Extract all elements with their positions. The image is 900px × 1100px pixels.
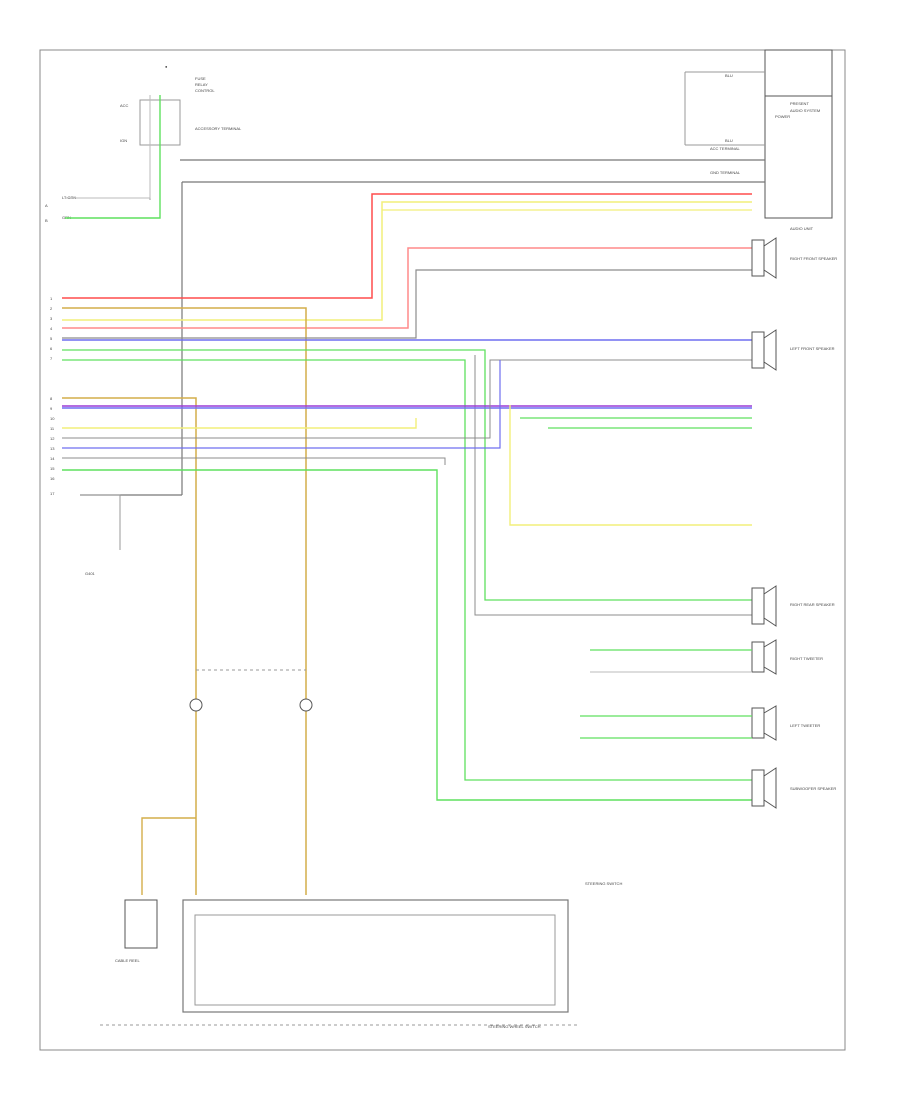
pin-label: 6 xyxy=(50,346,53,351)
svg-text:A: A xyxy=(45,203,48,208)
svg-text:AUDIO UNIT: AUDIO UNIT xyxy=(790,226,814,231)
steering-switch-label: STEERING SWITCH xyxy=(585,881,622,886)
front-left-speaker: LEFT FRONT SPEAKER xyxy=(751,329,835,371)
front-right-speaker: RIGHT FRONT SPEAKER xyxy=(751,237,837,279)
front-right-speaker-label: RIGHT FRONT SPEAKER xyxy=(790,256,837,261)
pin-label: 8 xyxy=(50,396,53,401)
ground-wire xyxy=(80,494,121,550)
pin-label: 2 xyxy=(50,306,53,311)
right-tweeter-label: RIGHT TWEETER xyxy=(790,656,823,661)
svg-text:IGN: IGN xyxy=(120,138,127,143)
rear-right-speaker-label: RIGHT REAR SPEAKER xyxy=(790,602,835,607)
rear-right-speaker: RIGHT REAR SPEAKER xyxy=(751,585,835,627)
pin-label: 9 xyxy=(50,406,53,411)
front-left-speaker-label: LEFT FRONT SPEAKER xyxy=(790,346,835,351)
svg-text:AUDIO SYSTEM: AUDIO SYSTEM xyxy=(790,108,820,113)
pin-label: 15 xyxy=(50,466,55,471)
svg-text:RELAY: RELAY xyxy=(195,82,208,87)
pin-label: 1 xyxy=(50,296,53,301)
svg-text:ACC TERMINAL: ACC TERMINAL xyxy=(710,146,740,151)
svg-text:CONTROL: CONTROL xyxy=(195,88,215,93)
left-tweeter: LEFT TWEETER xyxy=(751,705,820,741)
svg-text:ACC: ACC xyxy=(120,103,129,108)
svg-text:POWER: POWER xyxy=(775,114,790,119)
pin-label: 4 xyxy=(50,326,53,331)
diagram-border xyxy=(39,49,846,1051)
subwoofer: SUBWOOFER SPEAKER xyxy=(751,767,836,809)
svg-text:●: ● xyxy=(165,64,168,69)
svg-text:FUSE: FUSE xyxy=(195,76,206,81)
audio-unit: BLU PRESENT AUDIO SYSTEM POWER BLU ACC T… xyxy=(684,49,833,231)
pin-label: 16 xyxy=(50,476,55,481)
ground-label: G401 xyxy=(85,571,96,576)
pin-label: 3 xyxy=(50,316,53,321)
svg-text:BLU: BLU xyxy=(725,73,733,78)
left-connector-pins: 1 2 3 4 5 6 7 8 9 10 11 12 13 14 15 16 1… xyxy=(50,296,55,496)
pin-label: 17 xyxy=(50,491,55,496)
svg-text:ACCESSORY TERMINAL: ACCESSORY TERMINAL xyxy=(195,126,242,131)
svg-text:B: B xyxy=(45,218,48,223)
svg-text:BLU: BLU xyxy=(725,138,733,143)
right-tweeter: RIGHT TWEETER xyxy=(751,639,823,675)
steering-switch: CABLE REEL STEERING SWITCH STEERING WHEE… xyxy=(100,881,622,1029)
bottom-label: STEERING WHEEL SWITCH xyxy=(488,1024,541,1029)
fuse-relay-box: FUSE RELAY CONTROL ACCESSORY TERMINAL ● … xyxy=(45,64,242,223)
svg-text:GND TERMINAL: GND TERMINAL xyxy=(710,170,741,175)
pin-label: 14 xyxy=(50,456,55,461)
cable-reel-label: CABLE REEL xyxy=(115,958,140,963)
pin-label: 7 xyxy=(50,356,53,361)
pin-label: 11 xyxy=(50,426,55,431)
pin-label: 5 xyxy=(50,336,53,341)
pin-label: 10 xyxy=(50,416,55,421)
left-tweeter-label: LEFT TWEETER xyxy=(790,723,820,728)
svg-text:PRESENT: PRESENT xyxy=(790,101,809,106)
pin-label: 12 xyxy=(50,436,55,441)
pin-label: 13 xyxy=(50,446,55,451)
subwoofer-label: SUBWOOFER SPEAKER xyxy=(790,786,836,791)
